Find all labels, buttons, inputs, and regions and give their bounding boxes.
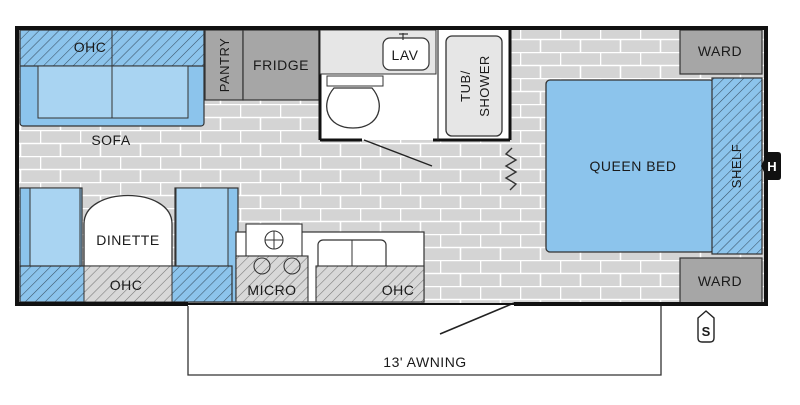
burner-left-icon bbox=[253, 257, 271, 275]
lav-label: LAV bbox=[392, 47, 419, 63]
pantry-label: PANTRY bbox=[217, 38, 232, 93]
sofa: OHC SOFA bbox=[19, 29, 205, 148]
hitch-label: H bbox=[767, 159, 776, 174]
wardrobe-top: WARD bbox=[679, 29, 763, 75]
ohc-top-label: OHC bbox=[74, 39, 107, 55]
toilet-icon bbox=[326, 87, 380, 129]
faucet-icon bbox=[399, 33, 408, 40]
kitchen-counter: MICRO OHC bbox=[235, 223, 425, 303]
ohc-kitchen-label: OHC bbox=[382, 282, 415, 298]
burner-right-icon bbox=[283, 257, 301, 275]
queen-bed: QUEEN BED bbox=[545, 79, 715, 253]
toilet-tank bbox=[326, 75, 384, 87]
shelf: SHELF bbox=[711, 77, 763, 255]
ward-top-label: WARD bbox=[698, 43, 742, 59]
dinette: DINETTE OHC bbox=[19, 187, 239, 303]
micro-cabinet bbox=[235, 255, 309, 303]
entry-door bbox=[439, 302, 515, 335]
micro-label: MICRO bbox=[247, 282, 296, 298]
queen-bed-label: QUEEN BED bbox=[590, 158, 677, 174]
fridge-label: FRIDGE bbox=[253, 57, 309, 73]
spare-label: S bbox=[702, 324, 711, 339]
fridge: FRIDGE bbox=[242, 29, 320, 101]
hitch-marker: H bbox=[761, 152, 781, 180]
ohc-kitchen-cabinet bbox=[315, 265, 425, 303]
tub-label-line1: TUB/ bbox=[458, 70, 473, 102]
pantry: PANTRY bbox=[204, 29, 244, 101]
tub-shower bbox=[445, 35, 503, 137]
ohc-dinette-label: OHC bbox=[110, 277, 143, 293]
tub-label-line2: SHOWER bbox=[477, 55, 492, 117]
wardrobe-bottom: WARD bbox=[679, 257, 763, 305]
awning: 13' AWNING bbox=[187, 306, 662, 376]
bathroom: LAV TUB/ SHOWER bbox=[318, 29, 512, 142]
sofa-label: SOFA bbox=[91, 132, 131, 148]
shelf-label: SHELF bbox=[729, 144, 744, 188]
awning-label: 13' AWNING bbox=[383, 354, 466, 370]
accordion-door bbox=[504, 147, 518, 191]
ward-bottom-label: WARD bbox=[698, 273, 742, 289]
dinette-label: DINETTE bbox=[96, 232, 159, 248]
bathroom-door bbox=[363, 139, 433, 167]
spare-tire-marker: S bbox=[697, 310, 715, 343]
lav-sink bbox=[382, 37, 430, 71]
